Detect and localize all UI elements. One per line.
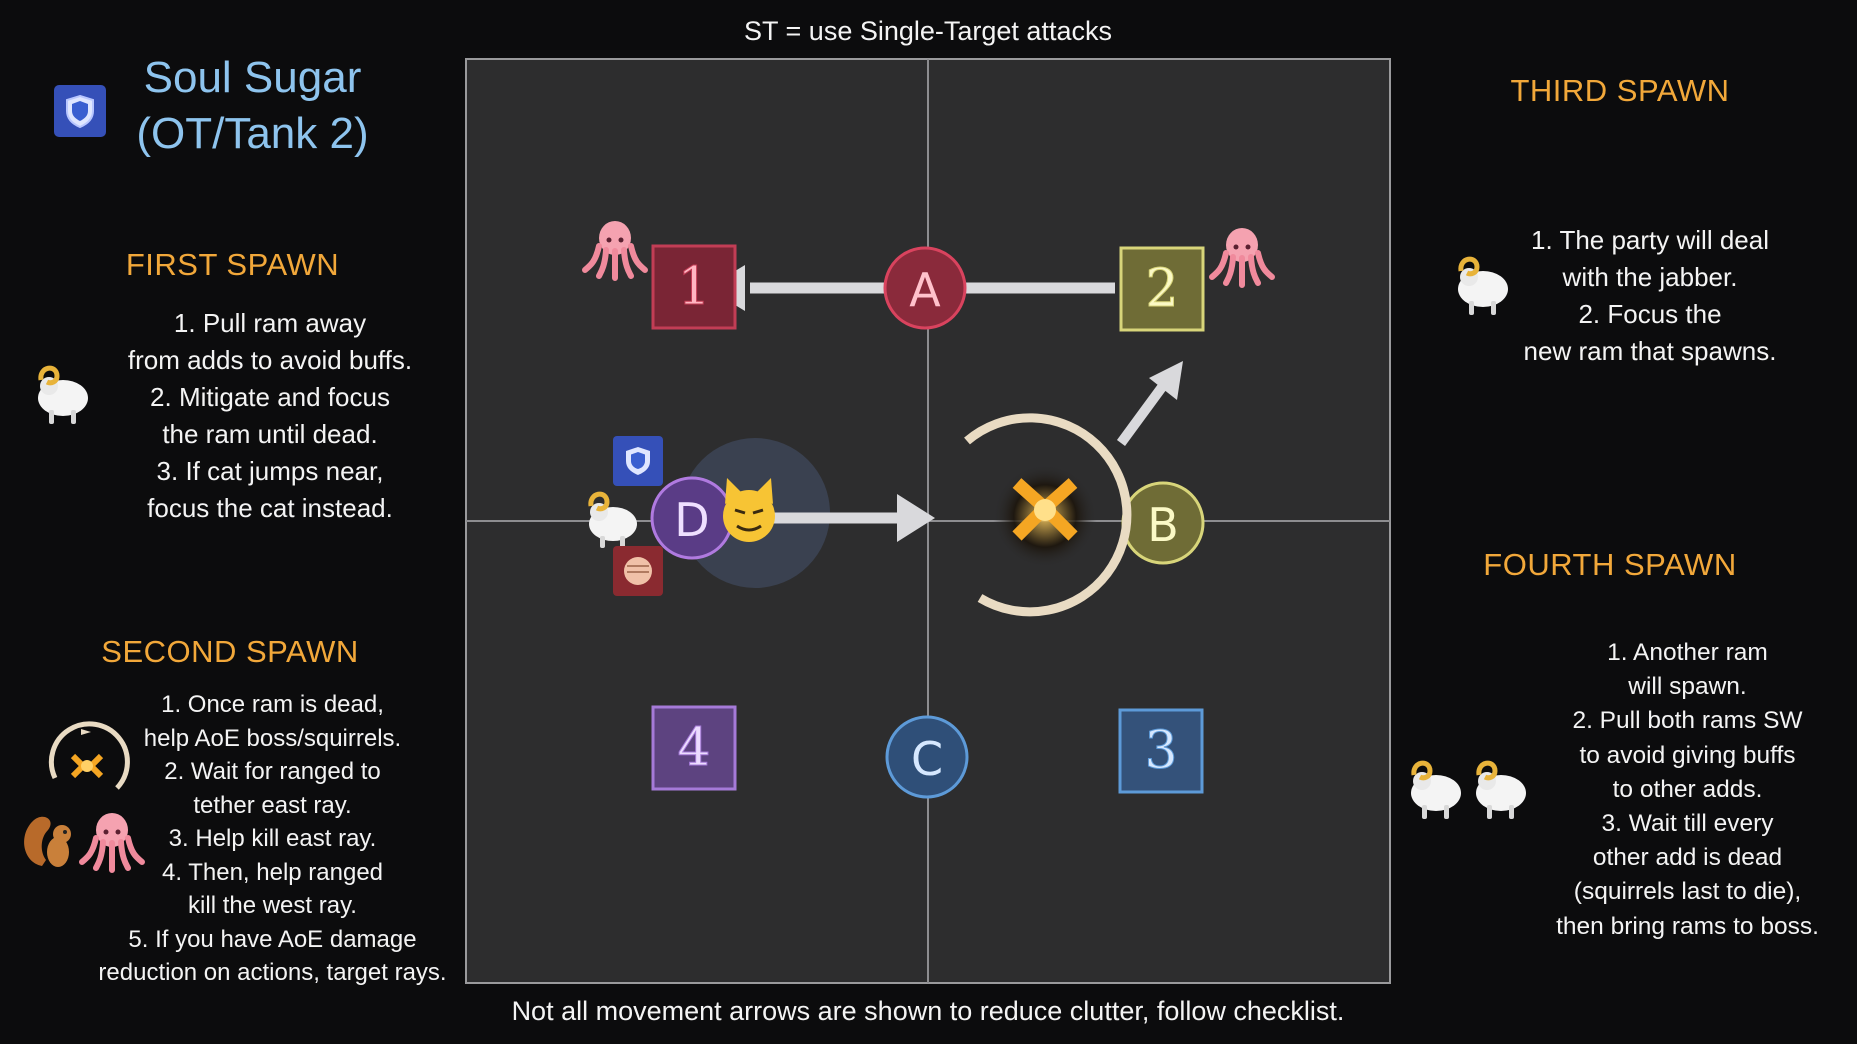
bottom-caption: Not all movement arrows are shown to red…: [511, 996, 1345, 1026]
tank-token: [613, 436, 663, 486]
fourth-spawn-heading: FOURTH SPAWN: [1483, 547, 1737, 582]
waymark-3: 3: [1118, 708, 1204, 794]
title-line-2: (OT/Tank 2): [136, 109, 369, 158]
fourth-spawn-line: 3. Wait till every: [1601, 810, 1774, 838]
third-spawn-text: 1. The party will deal with the jabber. …: [1490, 222, 1810, 370]
third-spawn-line: with the jabber.: [1562, 262, 1738, 292]
waymark-d-label: D: [674, 493, 709, 547]
waymark-4-label: 4: [677, 718, 710, 778]
waymark-1: 1: [651, 244, 737, 330]
waymark-d: D: [650, 476, 734, 560]
second-spawn-line: 4. Then, help ranged: [161, 858, 384, 886]
second-spawn-line: 3. Help kill east ray.: [168, 825, 377, 852]
second-spawn-line: 1. Once ram is dead,: [161, 691, 384, 718]
fist-token: [613, 546, 663, 596]
role-icon: [54, 85, 106, 137]
fourth-spawn-ram-icon-2: [1476, 763, 1526, 819]
tank-shield-icon: [66, 94, 94, 129]
third-spawn-line: 2. Focus the: [1578, 299, 1722, 329]
second-spawn-heading: SECOND SPAWN: [101, 634, 359, 669]
page-title: Soul Sugar (OT/Tank 2): [120, 50, 385, 162]
second-spawn-line: reduction on actions, target rays.: [98, 959, 447, 986]
waymark-2: 2: [1119, 246, 1205, 332]
fourth-spawn-line: 2. Pull both rams SW: [1572, 707, 1803, 735]
waymark-a: A: [883, 246, 967, 330]
squirrel-icon: [24, 816, 71, 867]
third-spawn-heading: THIRD SPAWN: [1510, 73, 1730, 108]
second-spawn-text: 1. Once ram is dead, help AoE boss/squir…: [85, 688, 460, 990]
waymark-a-label: A: [909, 263, 941, 317]
waymark-4: 4: [651, 705, 737, 791]
waymark-2-label: 2: [1145, 259, 1178, 319]
second-spawn-line: 5. If you have AoE damage: [128, 925, 417, 953]
waymark-c: C: [885, 715, 969, 799]
second-spawn-line: kill the west ray.: [188, 892, 357, 919]
first-spawn-text: 1. Pull ram away from adds to avoid buff…: [100, 305, 440, 527]
second-spawn-squid-icon: [82, 813, 142, 870]
first-spawn-heading: FIRST SPAWN: [125, 247, 340, 282]
third-spawn-line: 1. The party will deal: [1531, 225, 1769, 255]
first-spawn-line: 2. Mitigate and focus: [150, 382, 390, 412]
waymark-1-label: 1: [677, 257, 710, 317]
third-spawn-line: new ram that spawns.: [1523, 336, 1777, 366]
title-line-1: Soul Sugar: [143, 53, 362, 102]
waymark-b: B: [1121, 481, 1205, 565]
second-spawn-line: 2. Wait for ranged to: [164, 758, 381, 785]
waymark-c-label: C: [911, 732, 943, 786]
fourth-spawn-text: 1. Another ram will spawn. 2. Pull both …: [1530, 636, 1845, 944]
arena-map: 1 2 3 4 A B C D: [465, 58, 1391, 984]
fourth-spawn-ram-icon-1: [1411, 763, 1461, 819]
third-spawn-ram-icon: [1458, 259, 1508, 315]
cat-icon: [723, 478, 775, 542]
fourth-spawn-line: to avoid giving buffs: [1579, 741, 1796, 769]
first-spawn-line: 1. Pull ram away: [173, 308, 367, 338]
fourth-spawn-line: other add is dead: [1592, 844, 1783, 872]
fourth-spawn-line: to other adds.: [1612, 775, 1763, 803]
first-spawn-line: 3. If cat jumps near,: [156, 456, 384, 486]
arrow-to-northeast: [1116, 361, 1183, 446]
top-caption: ST = use Single-Target attacks: [744, 16, 1112, 46]
fourth-spawn-line: then bring rams to boss.: [1556, 912, 1819, 940]
first-spawn-line: focus the cat instead.: [147, 493, 393, 523]
second-spawn-line: tether east ray.: [193, 791, 352, 819]
waymark-b-label: B: [1147, 498, 1179, 552]
fourth-spawn-line: will spawn.: [1628, 673, 1747, 701]
first-spawn-line: the ram until dead.: [162, 419, 378, 449]
fourth-spawn-line: 1. Another ram: [1607, 639, 1768, 666]
first-spawn-ram-icon: [38, 368, 88, 424]
fourth-spawn-line: (squirrels last to die),: [1573, 878, 1802, 906]
boss-icon: [964, 413, 1132, 617]
waymark-3-label: 3: [1144, 721, 1177, 781]
second-spawn-line: help AoE boss/squirrels.: [143, 724, 402, 752]
ram-token: [588, 491, 637, 548]
boss-icon: [48, 721, 130, 790]
first-spawn-line: from adds to avoid buffs.: [127, 345, 413, 375]
